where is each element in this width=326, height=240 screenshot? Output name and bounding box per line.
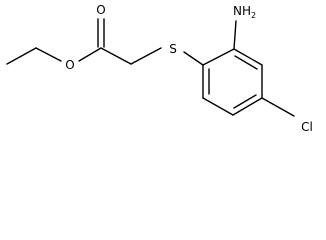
atom-ester-oxygen: O	[65, 58, 74, 72]
bond-ring-cl	[261, 97, 295, 117]
bond-ring-nh2	[233, 20, 237, 50]
bond-o-carbonyl	[78, 47, 102, 62]
atom-carbonyl-oxygen: O	[96, 3, 105, 17]
atom-chlorine: Cl	[301, 120, 313, 134]
atom-sulfur: S	[169, 42, 177, 56]
amino-subscript: 2	[251, 11, 256, 20]
ring-bond-c2-c3	[233, 48, 263, 66]
amino-main: NH	[233, 4, 251, 18]
bond-carbonyl-ch2	[100, 47, 132, 65]
bond-ch2-s	[130, 47, 162, 65]
bond-ch3-ch2	[6, 47, 37, 65]
ring-double-inner-top	[234, 55, 258, 70]
ring-bond-c5-c6	[202, 97, 234, 116]
ring-bond-c1-c2	[202, 48, 235, 66]
bond-ch2-o	[35, 47, 62, 62]
atom-amino: NH2	[233, 4, 256, 20]
ring-double-inner-bottom	[233, 94, 257, 109]
bond-s-ring	[183, 51, 204, 66]
ring-bond-c4-c5	[232, 97, 263, 116]
molecule-structure: O O S NH2 Cl	[6, 3, 313, 134]
benzene-ring	[202, 48, 263, 116]
